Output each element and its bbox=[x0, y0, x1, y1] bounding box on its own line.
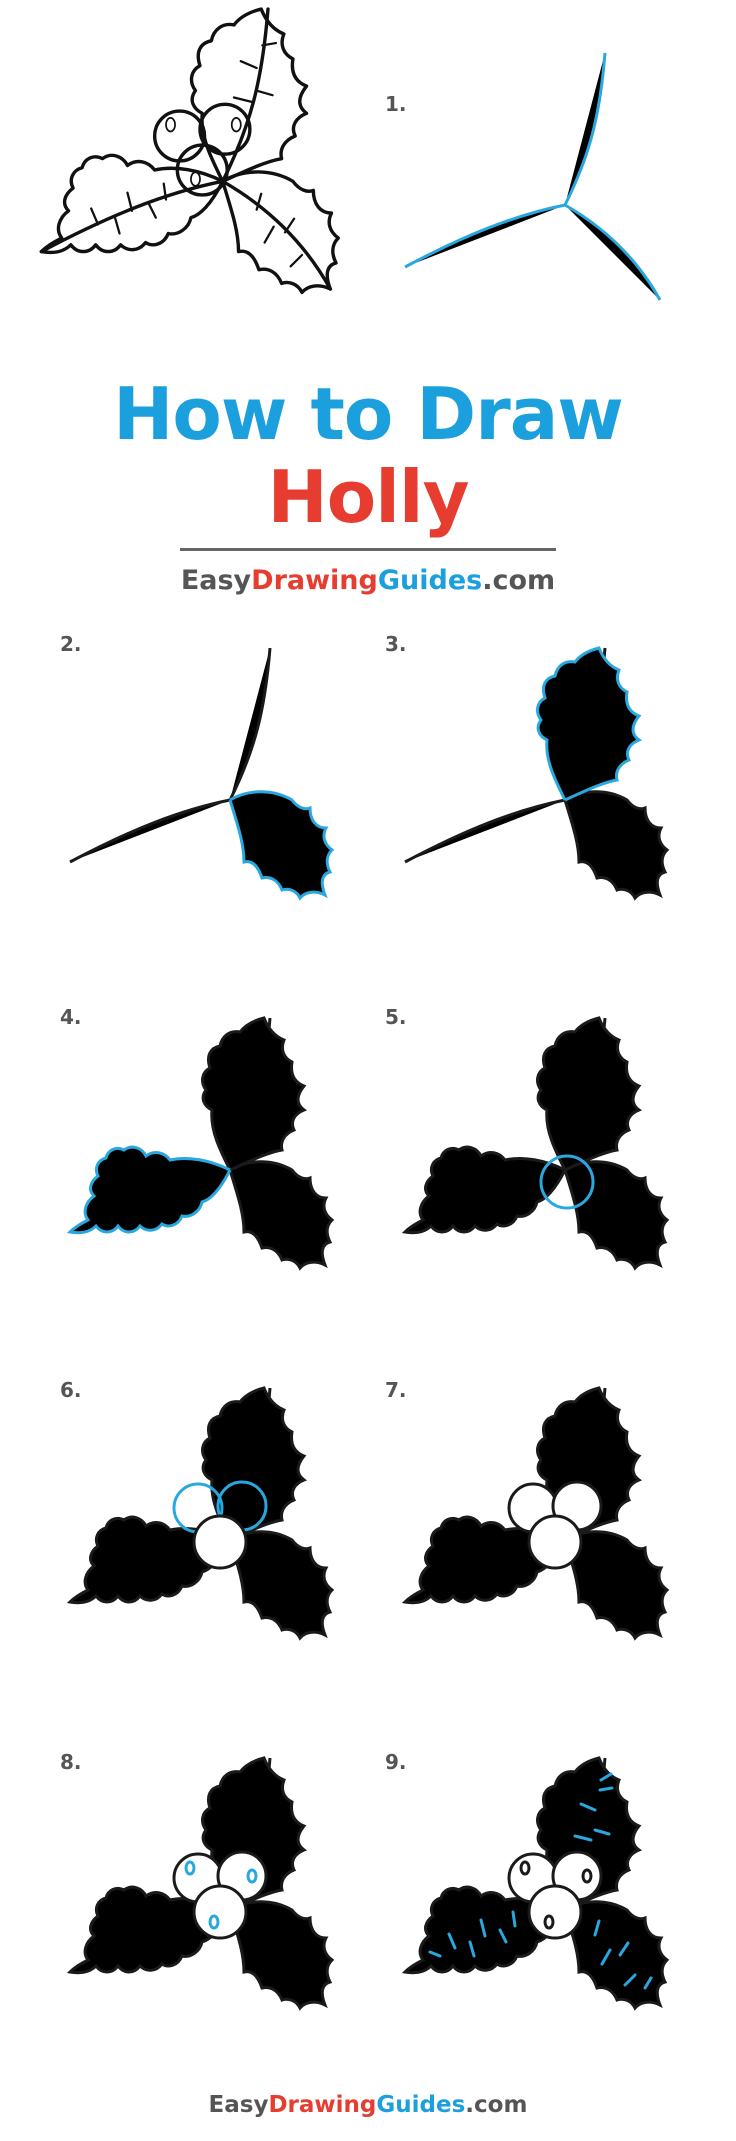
step-6-drawing bbox=[68, 1386, 334, 1640]
brand-easy-bottom: Easy bbox=[208, 2092, 269, 2118]
step-4-drawing bbox=[68, 1016, 334, 1270]
step-9-label: 9. bbox=[385, 1750, 407, 1774]
title-holly: Holly bbox=[267, 455, 469, 539]
brand-drawing: Drawing bbox=[251, 565, 378, 596]
step-8-drawing bbox=[68, 1756, 334, 2010]
step-7-drawing bbox=[403, 1386, 669, 1640]
step-2-label: 2. bbox=[60, 632, 82, 656]
step-3-drawing bbox=[403, 646, 669, 900]
step-1-drawing bbox=[403, 51, 662, 302]
brand-logo-top: EasyDrawingGuides.com bbox=[0, 565, 736, 596]
step-6-label: 6. bbox=[60, 1378, 82, 1402]
step-5-drawing bbox=[403, 1016, 669, 1270]
brand-easy: Easy bbox=[180, 565, 252, 596]
step-9-drawing bbox=[403, 1756, 669, 2010]
brand-guides-bottom: Guides bbox=[376, 2092, 466, 2118]
step-8-label: 8. bbox=[60, 1750, 82, 1774]
brand-domain-bottom: .com bbox=[465, 2092, 528, 2118]
step-1-label: 1. bbox=[385, 92, 407, 116]
step-3-label: 3. bbox=[385, 632, 407, 656]
step-5-label: 5. bbox=[385, 1005, 407, 1029]
brand-drawing-bottom: Drawing bbox=[268, 2092, 377, 2118]
step-4-label: 4. bbox=[60, 1005, 82, 1029]
step-7-label: 7. bbox=[385, 1378, 407, 1402]
step-2-drawing bbox=[68, 646, 334, 900]
brand-guides: Guides bbox=[377, 565, 483, 596]
title-how-to-draw: How to Draw bbox=[113, 372, 624, 456]
title-divider bbox=[180, 548, 556, 551]
finished-holly-illustration bbox=[39, 7, 340, 295]
brand-logo-bottom: EasyDrawingGuides.com bbox=[0, 2092, 736, 2118]
brand-domain: .com bbox=[482, 565, 556, 596]
